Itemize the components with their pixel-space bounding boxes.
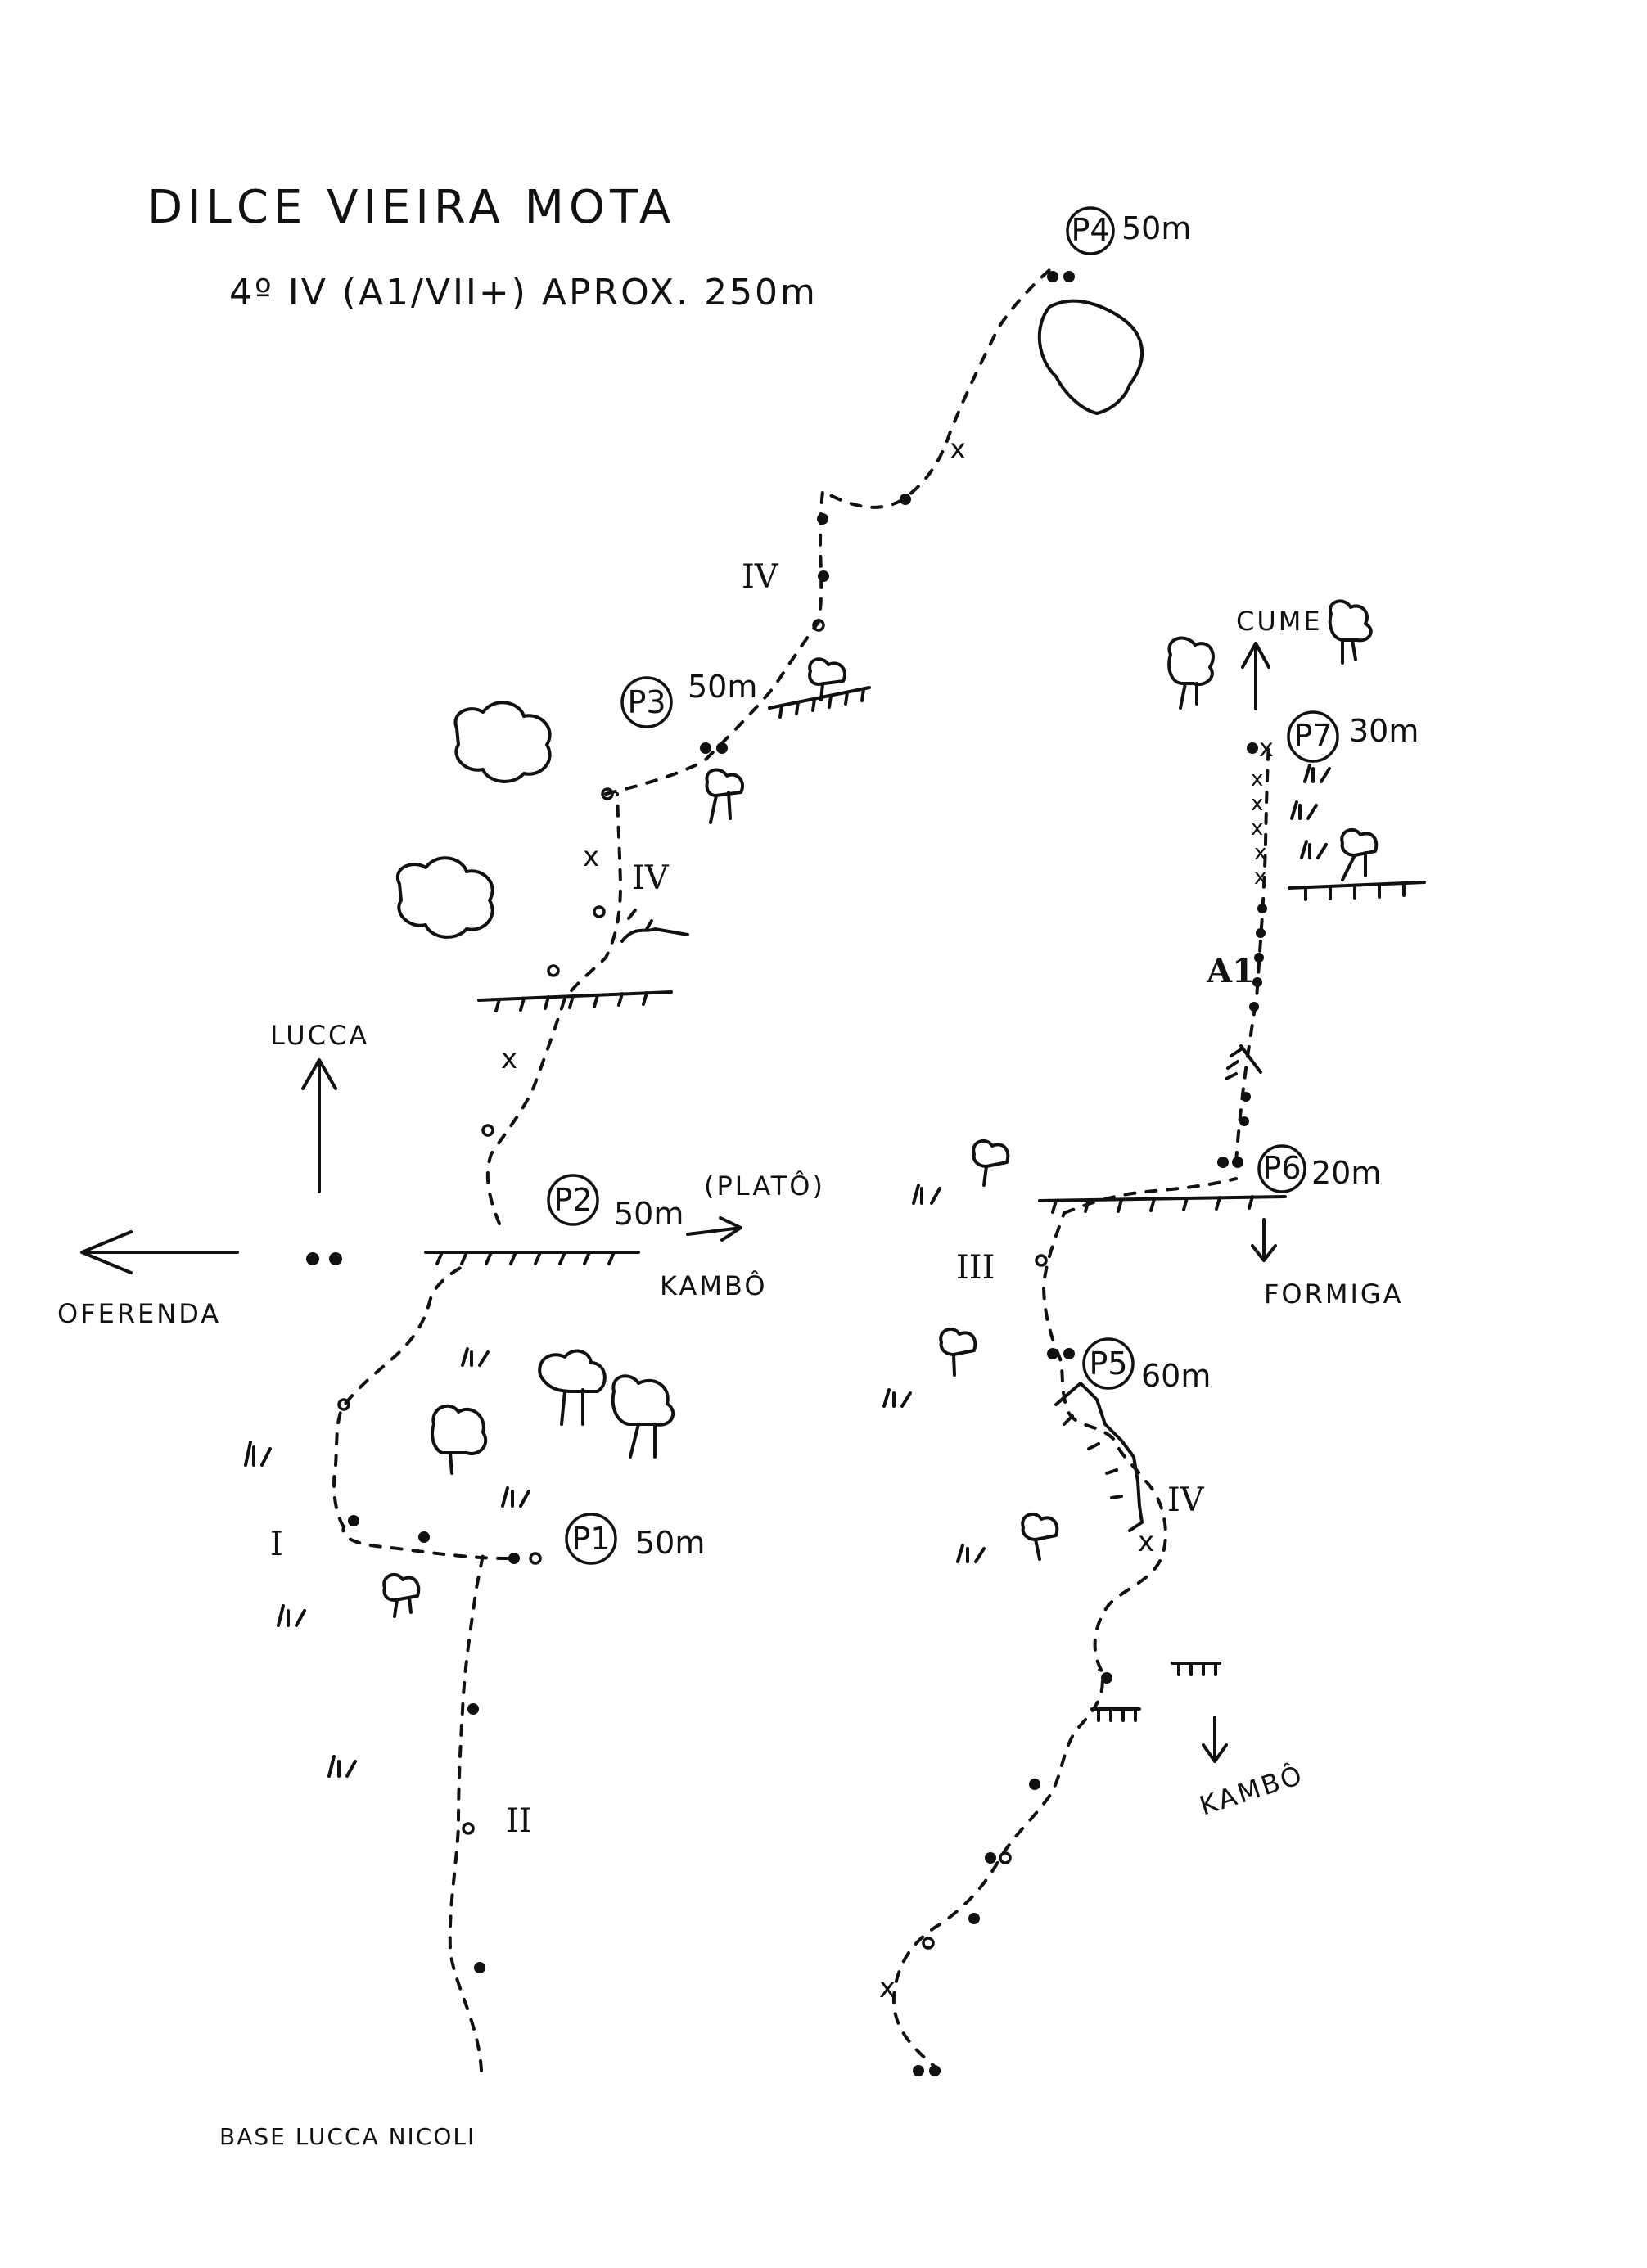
direction-cume: CUME — [1236, 606, 1323, 637]
direction-lucca: LUCCA — [270, 1020, 369, 1051]
svg-text:x: x — [1251, 816, 1263, 841]
svg-text:x: x — [1138, 1526, 1154, 1558]
direction-kambo-lower: KAMBÔ — [1195, 1758, 1307, 1822]
topo-credit: BASE LUCCA NICOLI — [219, 2123, 476, 2150]
pitch-p4-marker: P4 50m — [1066, 206, 1191, 255]
pitch-p7-length: 30m — [1349, 713, 1419, 749]
svg-text:x: x — [879, 1972, 896, 2004]
pitch-p1-marker: P1 50m — [565, 1513, 705, 1565]
ledge-lower-mid — [477, 990, 673, 1012]
svg-text:x: x — [1254, 865, 1266, 890]
ledge-p6 — [1038, 1195, 1287, 1214]
pitch-p5-marker: P5 60m — [1082, 1337, 1211, 1394]
ledge-p2 — [424, 1251, 640, 1265]
svg-text:x: x — [1254, 841, 1266, 865]
ledge-upper-mid — [768, 686, 871, 719]
svg-text:x: x — [950, 433, 966, 466]
arrow-lucca: LUCCA — [270, 1020, 369, 1193]
svg-text:P2: P2 — [553, 1182, 592, 1218]
pitch-p2-length: 50m — [614, 1196, 684, 1232]
ledge-above-a1 — [1288, 881, 1426, 901]
a1-aider-feature — [1225, 1044, 1262, 1080]
route-line-p3-to-p4 — [604, 268, 1051, 796]
arrow-cume: CUME — [1236, 606, 1323, 710]
route-line-start-to-p1 — [448, 1551, 485, 2072]
pitch-p3-length: 50m — [688, 669, 757, 705]
svg-text:P6: P6 — [1262, 1150, 1301, 1186]
pitch-p5-length: 60m — [1141, 1358, 1211, 1394]
grade-iv-left-lower: IV — [632, 859, 670, 897]
svg-text:x: x — [1259, 734, 1274, 763]
route-line-start-to-p5 — [891, 1211, 1167, 2072]
grade-ii: II — [506, 1802, 532, 1840]
svg-text:x: x — [583, 841, 599, 873]
arrow-kambo-lower: KAMBÔ — [1195, 1716, 1308, 1822]
svg-text:P3: P3 — [627, 684, 666, 720]
route-title: DILCE VIEIRA MOTA — [147, 181, 675, 234]
pitch-p6-length: 20m — [1311, 1155, 1381, 1191]
direction-kambo-ledge: KAMBÔ — [660, 1269, 768, 1301]
pitch-p2-note: (PLATÔ) — [704, 1170, 825, 1202]
grade-iv-left-upper: IV — [742, 558, 779, 596]
svg-text:x: x — [1251, 791, 1263, 816]
route-line-p1-to-p2 — [332, 1263, 468, 1529]
pitch-p4-length: 50m — [1121, 210, 1191, 246]
direction-oferenda: OFERENDA — [57, 1298, 221, 1329]
svg-text:P7: P7 — [1293, 718, 1332, 754]
svg-text:P4: P4 — [1071, 212, 1109, 248]
pitch-p6-marker: P6 20m — [1257, 1144, 1381, 1193]
grade-i: I — [270, 1526, 283, 1563]
grade-iv-right: IV — [1167, 1481, 1205, 1519]
pitch-p1-length: 50m — [635, 1525, 705, 1561]
route-line-p2-to-p3 — [485, 792, 623, 1225]
grade-iii: III — [956, 1249, 995, 1287]
svg-text:x: x — [501, 1043, 517, 1075]
right-route-protection: x x x x x x x x — [879, 734, 1274, 2076]
pitch-p7-marker: P7 30m — [1287, 710, 1419, 763]
arrow-oferenda: OFERENDA — [57, 1230, 239, 1329]
svg-text:x: x — [1251, 767, 1263, 791]
svg-text:P5: P5 — [1089, 1346, 1127, 1382]
route-line-p6-to-p7 — [1234, 743, 1270, 1164]
svg-text:P1: P1 — [571, 1521, 610, 1557]
direction-formiga: FORMIGA — [1264, 1278, 1404, 1310]
flake-feature — [620, 909, 689, 943]
route-grade-summary: 4º IV (A1/VII+) APROX. 250m — [229, 272, 818, 313]
pitch-p3-marker: P3 50m — [620, 669, 757, 728]
arrow-kambo-ledge: KAMBÔ — [660, 1216, 768, 1301]
shrub-icons — [244, 299, 1379, 1778]
grade-a1: A1 — [1206, 952, 1255, 990]
crack-feature-p5 — [1054, 1382, 1144, 1532]
ledge-small-lower-right — [1090, 1662, 1221, 1722]
route-line-p1-traverse — [341, 1526, 509, 1560]
left-route-protection: x x x — [306, 271, 1075, 1973]
arrow-formiga: FORMIGA — [1251, 1218, 1404, 1310]
pitch-p2-marker: P2 50m (PLATÔ) — [547, 1170, 825, 1232]
